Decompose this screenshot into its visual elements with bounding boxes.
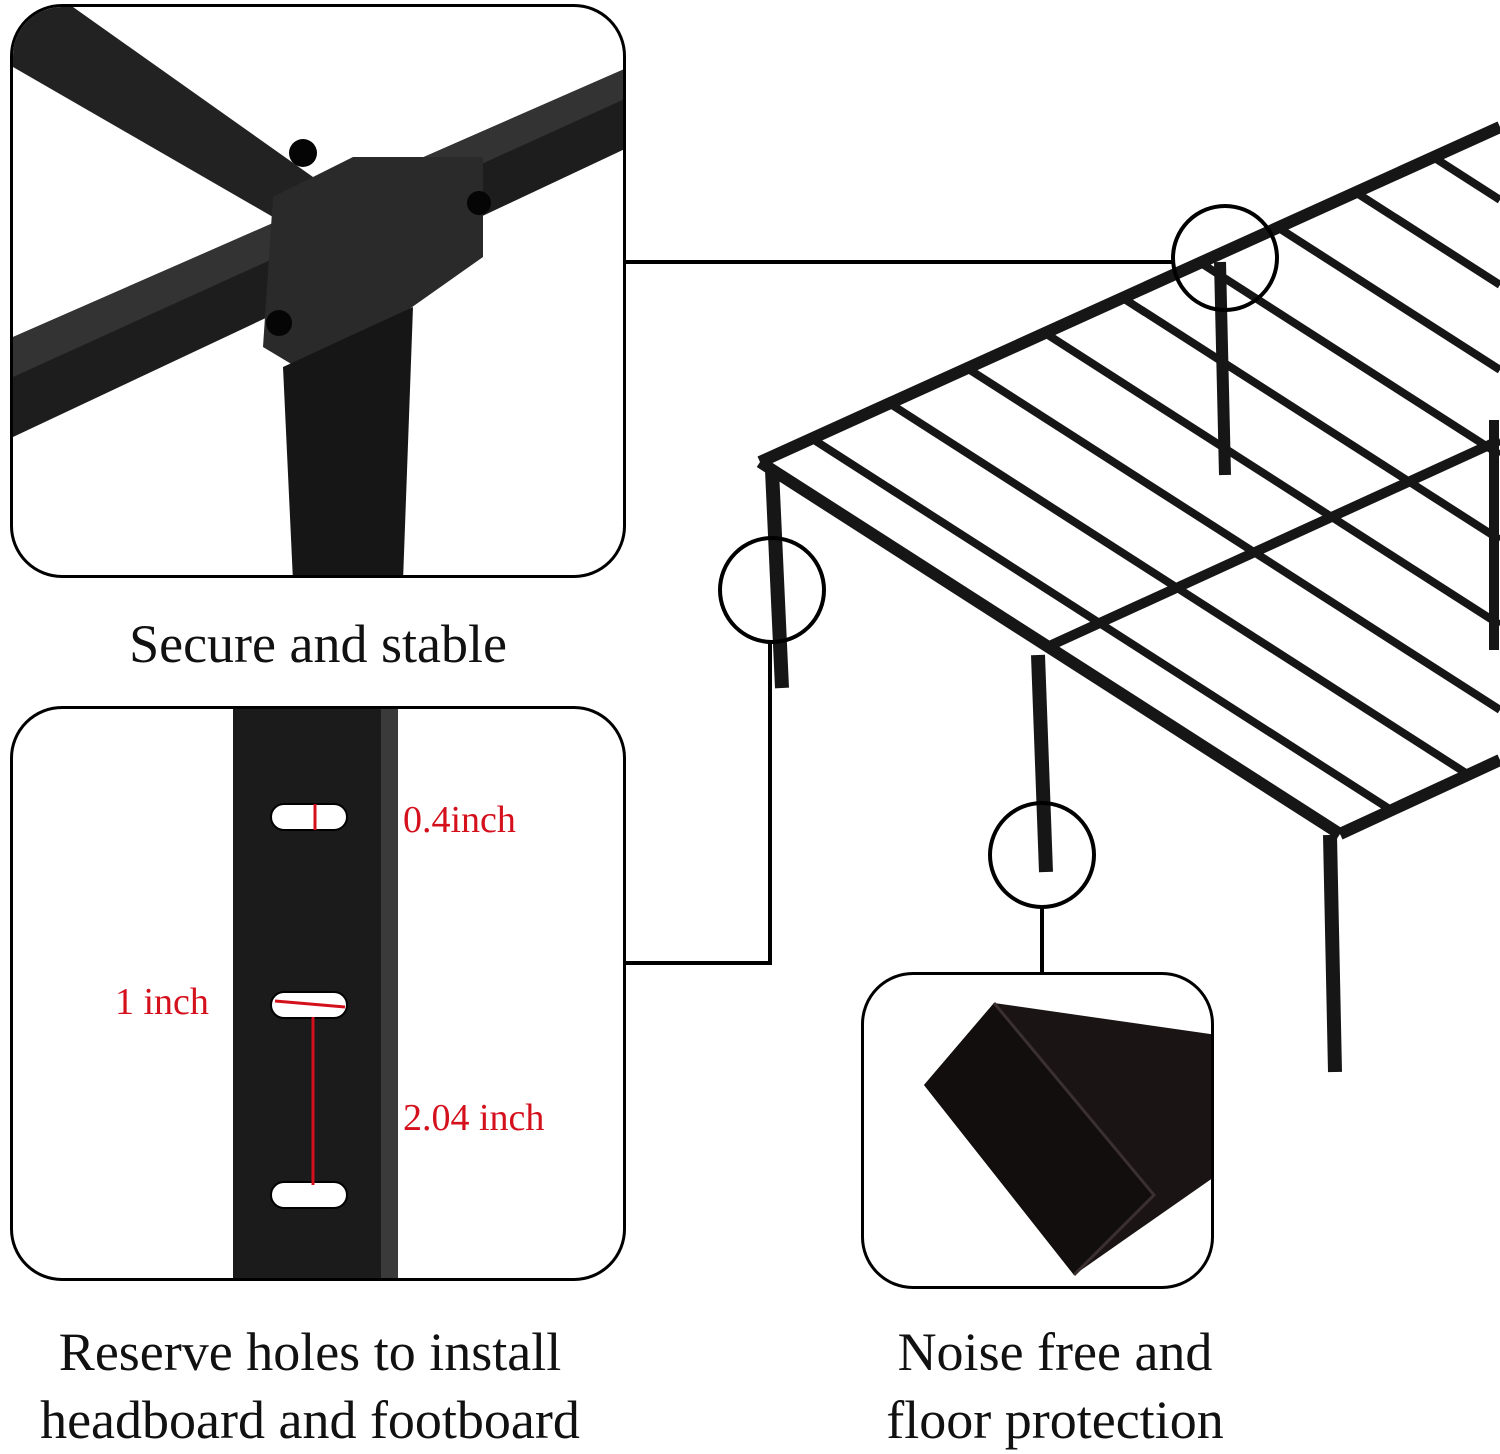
bed-side-rail [757,121,1500,468]
bed-slat [1120,294,1500,544]
hole-bottom [270,1181,348,1209]
bed-slat [1431,153,1500,204]
bed-slat [1198,259,1500,459]
bed-leg [1323,834,1342,1073]
bed-side-rail [1337,754,1500,840]
callout-circle-joint [1171,204,1279,312]
bed-leg [1031,654,1053,873]
measure-hole-spacing: 2.04 inch [403,1097,545,1139]
caption-noise-free-1: Noise free and [897,1322,1213,1382]
bed-slat [965,364,1500,714]
foot-closeup-image [924,1002,1211,1277]
caption-noise-free-2: floor protection [886,1390,1224,1450]
bed-leg [1214,261,1231,476]
measure-hole-width: 1 inch [115,981,209,1023]
hole-top [270,803,348,831]
bed-center-rail [1042,435,1500,653]
connector-line-holes [625,642,772,965]
caption-reserve-holes-1: Reserve holes to install [58,1322,562,1382]
bed-slat [1353,188,1500,289]
bed-slat [1275,224,1500,374]
foot-closeup-panel [861,972,1214,1289]
bed-slat [1042,329,1500,629]
caption-reserve-holes-2: headboard and footboard [40,1390,580,1450]
measure-hole-height: 0.4inch [403,799,516,841]
bed-leg [765,469,789,689]
caption-secure-stable: Secure and stable [129,614,507,674]
joint-closeup-panel [10,4,626,578]
holes-closeup-panel [10,706,626,1281]
holes-closeup-image [233,709,398,1278]
joint-closeup-image [13,7,623,575]
